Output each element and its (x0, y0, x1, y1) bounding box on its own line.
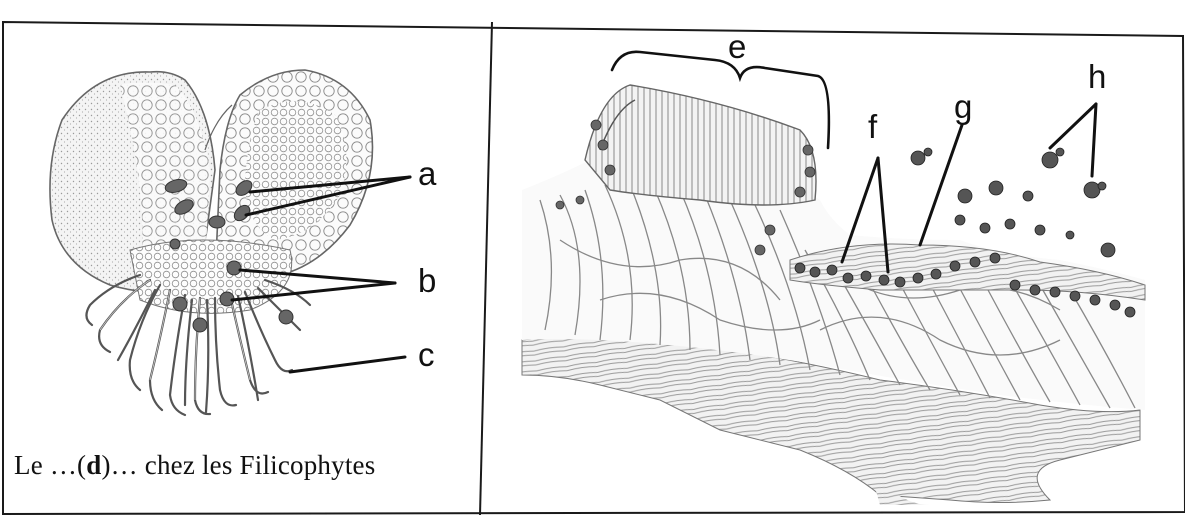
figure-caption: Le …(d)… chez les Filicophytes (14, 450, 476, 490)
caption-after: )… chez les Filicophytes (101, 450, 375, 480)
label-c: c (418, 336, 435, 373)
label-e: e (728, 28, 746, 65)
prothallus-illustration (50, 70, 410, 415)
label-h: h (1088, 58, 1106, 95)
label-b: b (418, 262, 436, 299)
label-a: a (418, 155, 437, 192)
label-g: g (954, 88, 972, 125)
caption-bold: d (86, 450, 101, 480)
thallus-section-illustration (522, 52, 1145, 505)
label-f: f (868, 108, 878, 145)
caption-before: Le …( (14, 450, 86, 480)
